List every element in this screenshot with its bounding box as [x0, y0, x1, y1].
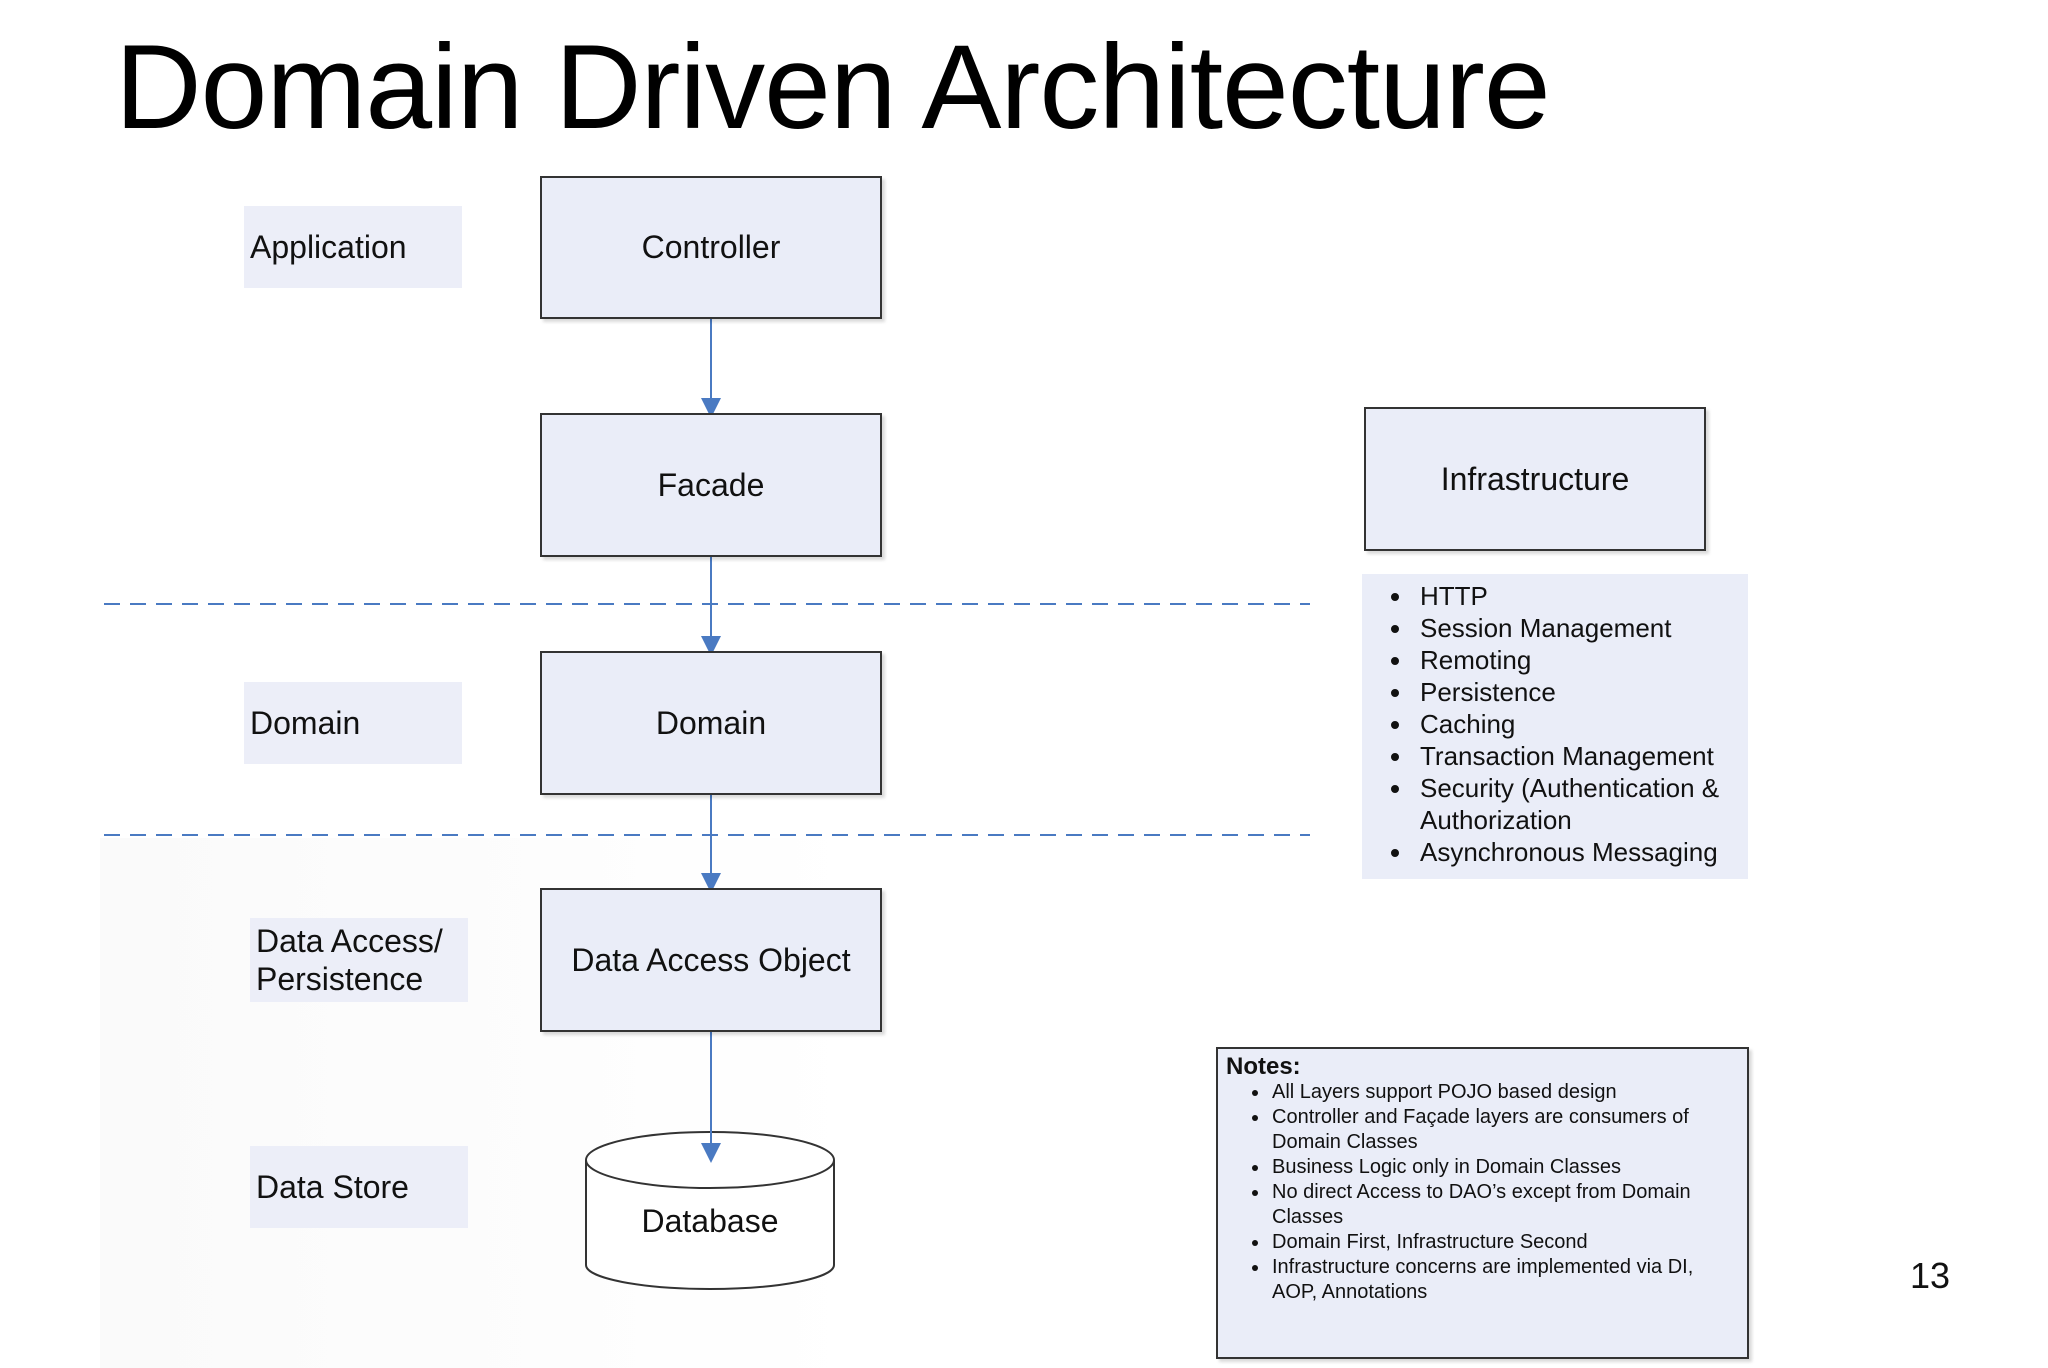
list-item: Controller and Façade layers are consume…	[1270, 1105, 1739, 1155]
list-item: Remoting	[1414, 644, 1748, 676]
data-access-object-box: Data Access Object	[540, 888, 882, 1032]
list-item: Business Logic only in Domain Classes	[1270, 1155, 1739, 1180]
controller-box: Controller	[540, 176, 882, 319]
list-item: HTTP	[1414, 580, 1748, 612]
layer-label-data-access: Data Access/ Persistence	[250, 918, 468, 1002]
page-title: Domain Driven Architecture	[115, 20, 1551, 154]
list-item: Session Management	[1414, 612, 1748, 644]
list-item: No direct Access to DAO’s except from Do…	[1270, 1180, 1739, 1230]
layer-label-data-store: Data Store	[250, 1146, 468, 1228]
facade-box: Facade	[540, 413, 882, 557]
database-label: Database	[641, 1202, 779, 1239]
list-item: Persistence	[1414, 676, 1748, 708]
list-item: Asynchronous Messaging	[1414, 836, 1748, 868]
page-number: 13	[1910, 1255, 1951, 1296]
infrastructure-concerns-list: HTTP Session Management Remoting Persist…	[1362, 574, 1748, 879]
list-item: Domain First, Infrastructure Second	[1270, 1230, 1739, 1255]
layer-label-application: Application	[244, 206, 462, 288]
notes-box: Notes: All Layers support POJO based des…	[1216, 1047, 1749, 1359]
list-item: Infrastructure concerns are implemented …	[1270, 1255, 1739, 1305]
list-item: Transaction Management	[1414, 740, 1748, 772]
infrastructure-box: Infrastructure	[1364, 407, 1706, 551]
list-item: All Layers support POJO based design	[1270, 1080, 1739, 1105]
list-item: Security (Authentication & Authorization	[1414, 772, 1748, 836]
notes-header: Notes:	[1226, 1053, 1301, 1080]
layer-label-domain: Domain	[244, 682, 462, 764]
domain-box: Domain	[540, 651, 882, 795]
list-item: Caching	[1414, 708, 1748, 740]
